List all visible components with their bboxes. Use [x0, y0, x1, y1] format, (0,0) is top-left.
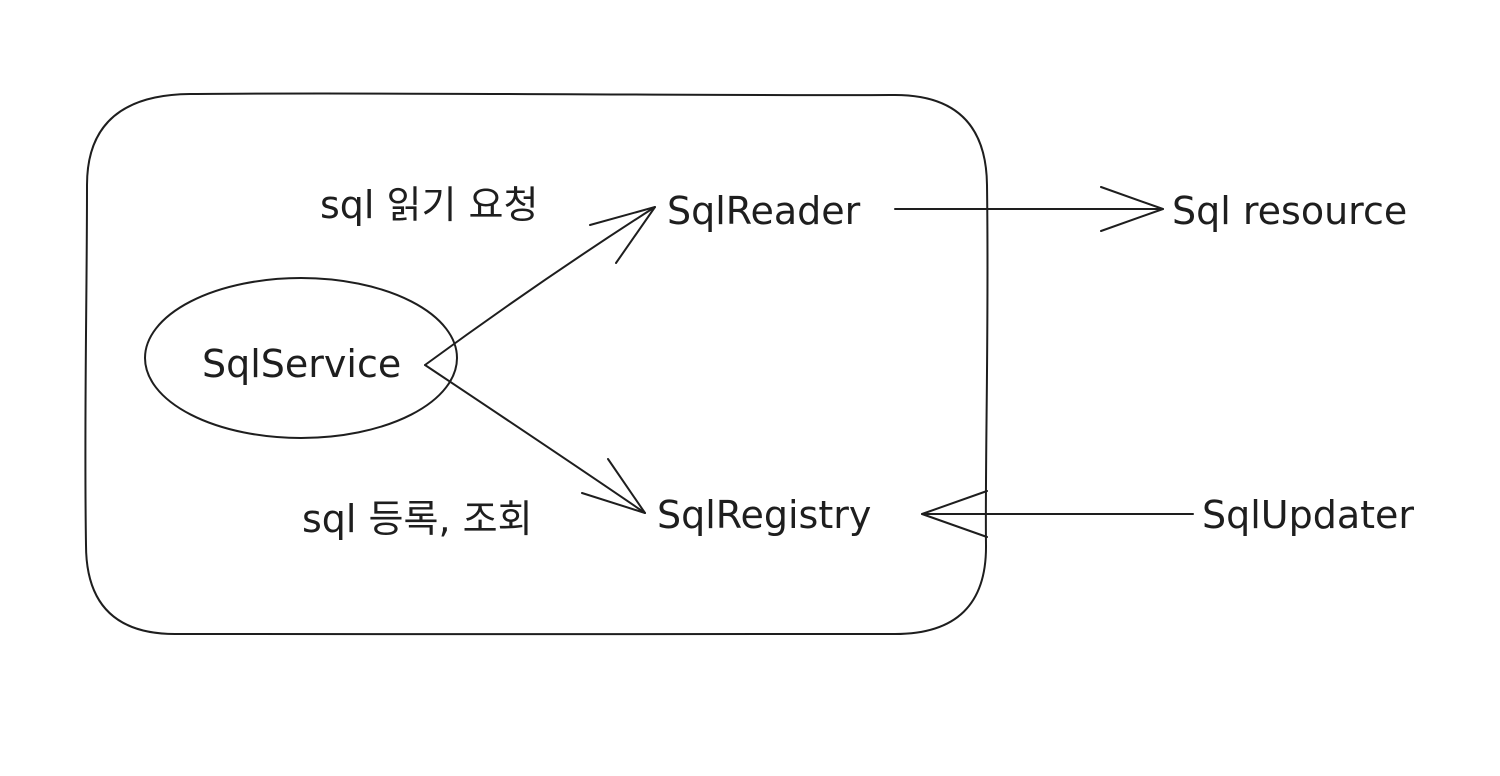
arrow-updater-to-registry [921, 490, 1194, 538]
arrow-reader-to-resource [894, 186, 1164, 232]
sql-service-label: SqlService [202, 342, 401, 386]
sql-registry-label: SqlRegistry [657, 493, 871, 537]
sql-updater-label: SqlUpdater [1202, 493, 1414, 537]
sql-resource-label: Sql resource [1172, 189, 1407, 233]
arrow-service-to-reader [424, 206, 656, 366]
container-box [84, 92, 989, 636]
sql-reader-label: SqlReader [667, 189, 861, 233]
sql-service-ellipse [144, 277, 458, 439]
arrow-service-to-registry [424, 364, 646, 514]
read-request-edge-label: sql 읽기 요청 [320, 183, 538, 227]
register-lookup-edge-label: sql 등록, 조회 [302, 497, 533, 541]
